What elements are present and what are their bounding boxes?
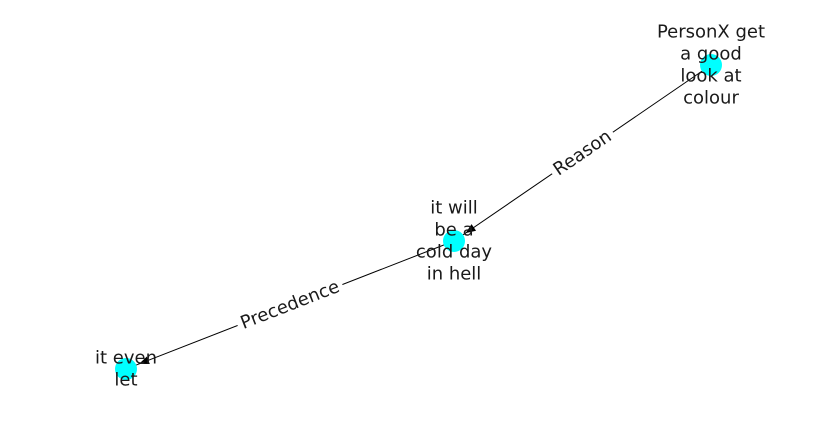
node-label-line: look at xyxy=(680,66,741,87)
edge-arrowhead-1 xyxy=(139,356,150,365)
edge-label: Reason xyxy=(550,126,616,180)
edge-label-background xyxy=(545,122,620,184)
edges-layer xyxy=(125,64,712,370)
node-label-line: it will xyxy=(430,198,478,219)
node-label-line: colour xyxy=(683,88,739,109)
edge-label-group-1: Precedence xyxy=(233,273,347,337)
edge-label-group-0: Reason xyxy=(545,122,620,184)
node-label-line: PersonX get xyxy=(657,22,765,43)
edge-label-background xyxy=(233,273,347,337)
node-label-line: let xyxy=(114,370,137,391)
edge-arrowhead-0 xyxy=(465,224,477,234)
edge-label: Precedence xyxy=(238,276,343,334)
node-label-line: be a xyxy=(434,220,473,241)
node-circle-n1[interactable] xyxy=(700,54,722,76)
node-label-line: a good xyxy=(680,44,742,65)
node-circle-n2[interactable] xyxy=(443,230,465,252)
nodes-layer xyxy=(115,54,722,380)
node-label-line: cold day xyxy=(416,242,493,263)
node-circle-n3[interactable] xyxy=(115,358,137,380)
node-label-line: it even xyxy=(95,348,157,369)
node-label-line: in hell xyxy=(427,264,482,285)
